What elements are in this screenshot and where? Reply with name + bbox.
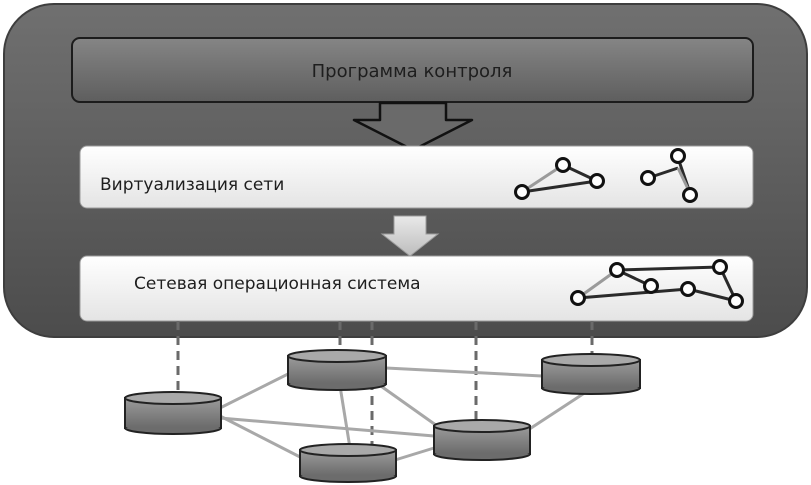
network-os-box: Сетевая операционная система <box>79 255 754 322</box>
network-switch-icon <box>433 419 531 461</box>
hollow-down-arrow-icon <box>352 101 474 152</box>
physical-link <box>527 390 587 432</box>
control-program-box: Программа контроля <box>71 37 754 103</box>
network-switch-icon <box>299 443 397 483</box>
network-graph-icon <box>514 157 605 200</box>
physical-link <box>394 446 435 462</box>
physical-link <box>385 366 543 378</box>
physical-link <box>219 416 435 438</box>
network-virtualization-label: Виртуализация сети <box>100 175 284 195</box>
network-switch-icon <box>124 391 222 435</box>
physical-links <box>219 366 587 462</box>
network-graph-icon <box>570 259 744 309</box>
network-virtualization-box: Виртуализация сети <box>79 145 754 209</box>
solid-down-arrow-icon <box>380 215 440 257</box>
network-os-label: Сетевая операционная система <box>134 274 421 294</box>
network-switch-icon <box>287 349 387 391</box>
network-graph-icon <box>640 148 698 203</box>
physical-link <box>377 382 441 430</box>
network-switch-icon <box>541 353 641 395</box>
physical-link <box>219 414 303 460</box>
control-program-label: Программа контроля <box>312 61 513 82</box>
physical-link <box>338 385 352 449</box>
physical-link <box>219 370 293 410</box>
